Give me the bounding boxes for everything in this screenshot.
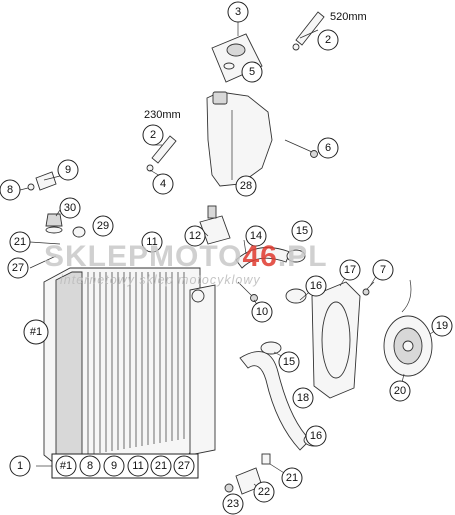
upper-hose-14 bbox=[235, 247, 291, 269]
svg-text:17: 17 bbox=[344, 264, 356, 276]
svg-text:14: 14 bbox=[250, 230, 262, 242]
callout-2-left: 2 bbox=[142, 124, 164, 146]
callout-21-left: 21 bbox=[9, 231, 31, 253]
callout-18: 18 bbox=[292, 387, 314, 409]
screw-10 bbox=[237, 281, 258, 302]
callout-4: 4 bbox=[152, 173, 174, 195]
svg-text:2: 2 bbox=[150, 129, 156, 141]
svg-text:29: 29 bbox=[97, 220, 109, 232]
cooling-fan bbox=[383, 279, 433, 377]
svg-text:12: 12 bbox=[189, 230, 201, 242]
svg-text:SKLEPMOTO46.PL: SKLEPMOTO46.PL bbox=[44, 240, 328, 273]
callout-3: 3 bbox=[227, 1, 249, 23]
svg-text:10: 10 bbox=[256, 306, 268, 318]
svg-text:1: 1 bbox=[17, 460, 23, 472]
callout-20: 20 bbox=[389, 380, 411, 402]
svg-text:20: 20 bbox=[394, 385, 406, 397]
svg-text:15: 15 bbox=[283, 356, 295, 368]
svg-text:21: 21 bbox=[286, 472, 298, 484]
watermark-brand-number: 46 bbox=[242, 240, 277, 273]
svg-text:28: 28 bbox=[240, 180, 252, 192]
svg-text:6: 6 bbox=[325, 142, 331, 154]
callout-28: 28 bbox=[235, 175, 257, 197]
kit-part-#1: #1 bbox=[55, 455, 77, 477]
kit-part-27: 27 bbox=[173, 455, 195, 477]
svg-text:19: 19 bbox=[436, 320, 448, 332]
svg-text:27: 27 bbox=[12, 262, 24, 274]
kit-part-8: 8 bbox=[79, 455, 101, 477]
hose-length-label-520: 520mm bbox=[330, 11, 367, 23]
svg-text:2: 2 bbox=[325, 34, 331, 46]
callout-7: 7 bbox=[372, 259, 394, 281]
svg-text:21: 21 bbox=[155, 460, 167, 472]
callout-8: 8 bbox=[0, 179, 21, 201]
callout-21-lower: 21 bbox=[281, 467, 303, 489]
kit-part-9: 9 bbox=[103, 455, 125, 477]
shop-watermark: SKLEPMOTO46.PL internetowy sklep motocyk… bbox=[44, 240, 328, 287]
callout-14: 14 bbox=[245, 225, 267, 247]
temperature-sensor bbox=[27, 171, 57, 191]
kit-part-21: 21 bbox=[150, 455, 172, 477]
svg-text:9: 9 bbox=[65, 164, 71, 176]
small-hose-left bbox=[146, 135, 177, 172]
callout-22: 22 bbox=[253, 481, 275, 503]
callout-29: 29 bbox=[92, 215, 114, 237]
kit-part-11: 11 bbox=[127, 455, 149, 477]
svg-text:30: 30 bbox=[64, 202, 76, 214]
svg-text:8: 8 bbox=[87, 460, 93, 472]
callout-15-upper: 15 bbox=[291, 220, 313, 242]
svg-text:16: 16 bbox=[310, 280, 322, 292]
watermark-brand-left: SKLEPMOTO bbox=[44, 240, 242, 273]
callout-15-lower: 15 bbox=[278, 351, 300, 373]
callout-16-lower: 16 bbox=[305, 425, 327, 447]
watermark-brand-right: .PL bbox=[278, 240, 328, 273]
fan-shroud bbox=[311, 281, 361, 399]
callout-27: 27 bbox=[7, 257, 29, 279]
svg-text:16: 16 bbox=[310, 430, 322, 442]
callout-9: 9 bbox=[57, 159, 79, 181]
callout-17: 17 bbox=[339, 259, 361, 281]
svg-text:3: 3 bbox=[235, 6, 241, 18]
svg-text:9: 9 bbox=[111, 460, 117, 472]
plug-30 bbox=[45, 213, 63, 234]
svg-text:4: 4 bbox=[160, 178, 166, 190]
svg-text:27: 27 bbox=[178, 460, 190, 472]
svg-text:#1: #1 bbox=[60, 460, 72, 472]
callout-12: 12 bbox=[184, 225, 206, 247]
svg-text:5: 5 bbox=[249, 66, 255, 78]
callout-10: 10 bbox=[251, 301, 273, 323]
screw-7 bbox=[362, 281, 375, 296]
washer-29 bbox=[72, 226, 86, 238]
svg-text:11: 11 bbox=[132, 460, 143, 472]
svg-text:22: 22 bbox=[258, 486, 270, 498]
callout-23: 23 bbox=[222, 493, 244, 515]
screw-6 bbox=[284, 139, 318, 158]
callout-19: 19 bbox=[431, 315, 453, 337]
svg-text:7: 7 bbox=[380, 264, 386, 276]
hose-length-label-230: 230mm bbox=[144, 109, 181, 121]
svg-text:18: 18 bbox=[297, 392, 309, 404]
expansion-tank bbox=[206, 91, 273, 187]
kit-contents: 1 #1 8 9 11 21 27 bbox=[9, 453, 199, 479]
callout-5: 5 bbox=[241, 61, 263, 83]
callout-1: 1 bbox=[9, 455, 31, 477]
callout-#1: #1 bbox=[23, 319, 49, 345]
callout-6: 6 bbox=[317, 137, 339, 159]
svg-text:21: 21 bbox=[14, 236, 26, 248]
callout-2-upper: 2 bbox=[317, 29, 339, 51]
watermark-tagline: internetowy sklep motocyklowy bbox=[60, 273, 261, 287]
callout-30: 30 bbox=[59, 197, 81, 219]
svg-text:23: 23 bbox=[227, 498, 239, 510]
radiator bbox=[43, 267, 216, 469]
svg-text:8: 8 bbox=[7, 184, 13, 196]
callout-11: 11 bbox=[141, 231, 163, 253]
svg-text:11: 11 bbox=[146, 236, 157, 248]
svg-text:#1: #1 bbox=[30, 326, 42, 338]
callout-16-upper: 16 bbox=[305, 275, 327, 297]
svg-text:15: 15 bbox=[296, 225, 308, 237]
